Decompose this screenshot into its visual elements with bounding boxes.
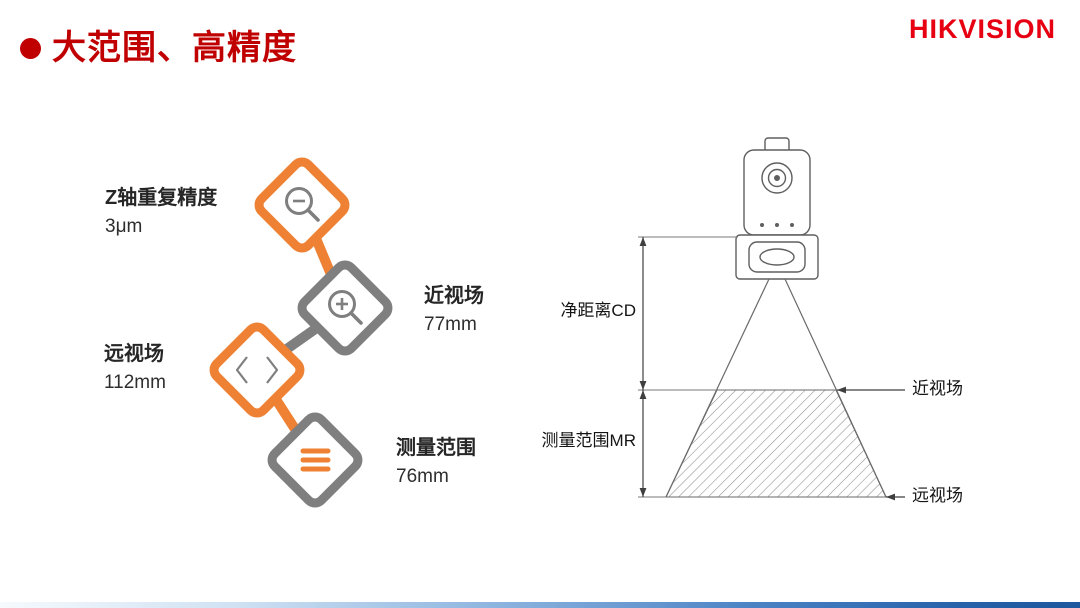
magnifier-minus-icon — [285, 187, 320, 222]
camera-bracket — [735, 234, 819, 280]
emitter-window — [748, 241, 806, 273]
diamond-measuring-range — [267, 412, 363, 508]
near-field-label: 近视场 — [912, 379, 963, 398]
bottom-accent-bar — [0, 602, 1080, 608]
diamond-z-precision — [254, 157, 350, 253]
field-leaders — [837, 386, 905, 501]
spec-measuring-range-label: 测量范围 76mm — [396, 436, 476, 489]
spec-far-field-label: 远视场 112mm — [104, 342, 166, 395]
lens-center — [774, 175, 780, 181]
spec-name: Z轴重复精度 — [105, 187, 218, 209]
spec-near-field-label: 近视场 77mm — [424, 284, 484, 337]
angle-brackets-icon — [235, 356, 279, 384]
dimension-lines — [638, 236, 738, 498]
page-title: 大范围、高精度 — [52, 29, 297, 67]
slide-header: 大范围、高精度 — [20, 29, 297, 67]
lens-inner-circle — [767, 168, 787, 188]
magnifier-plus-icon — [328, 290, 363, 325]
spec-name: 远视场 — [104, 343, 164, 365]
spec-z-precision-label: Z轴重复精度 3μm — [105, 186, 217, 239]
title-bullet-icon — [20, 38, 41, 60]
measuring-range-hatch — [665, 389, 887, 498]
spec-value: 112mm — [104, 372, 166, 393]
diamond-near-field — [297, 260, 393, 356]
spec-value: 76mm — [396, 466, 449, 487]
list-lines-icon — [300, 448, 331, 472]
measurement-cone-diagram — [638, 137, 905, 501]
lens-outer-circle — [761, 162, 793, 194]
projection-cone — [665, 278, 887, 498]
spec-chain-diagram — [209, 157, 393, 508]
emitter-lens — [759, 248, 795, 266]
spec-value: 77mm — [424, 314, 477, 335]
measuring-range-label: 测量范围MR — [541, 431, 636, 450]
spec-name: 测量范围 — [396, 437, 476, 459]
diamond-far-field — [209, 322, 305, 418]
hikvision-logo: HIKVISION — [908, 14, 1056, 44]
clear-distance-label: 净距离CD — [560, 301, 636, 320]
3d-camera-drawing — [735, 137, 819, 280]
far-field-label: 远视场 — [912, 486, 963, 505]
spec-value: 3μm — [105, 216, 143, 237]
spec-name: 近视场 — [424, 285, 484, 307]
